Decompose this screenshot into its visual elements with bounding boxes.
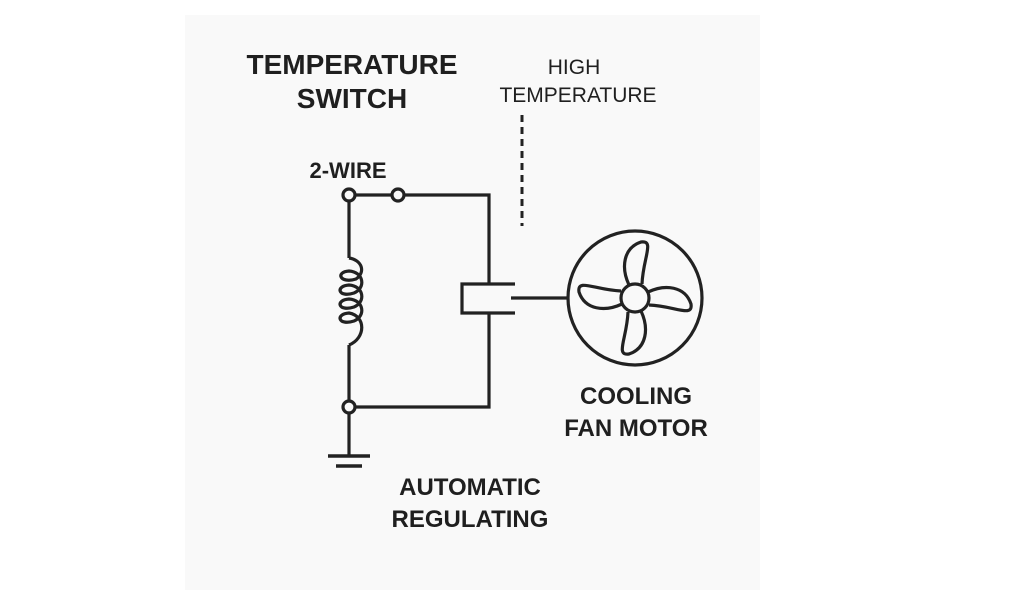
- high-temperature-label-line2: TEMPERATURE: [499, 84, 656, 107]
- circuit-wires: [347, 193, 491, 455]
- temperature-switch-label-line1: TEMPERATURE: [246, 49, 457, 80]
- terminal-node: [341, 399, 357, 415]
- cooling-fan-label-line1: COOLING: [580, 383, 692, 410]
- diagram-panel: [185, 15, 760, 590]
- terminal-node: [341, 187, 357, 203]
- ground-icon: [328, 454, 370, 468]
- automatic-regulating-label-line2: REGULATING: [392, 506, 549, 533]
- terminal-node: [390, 187, 406, 203]
- fan-icon: [566, 229, 704, 367]
- temperature-switch-contact: [460, 282, 568, 315]
- high-temperature-label-line1: HIGH: [548, 56, 601, 79]
- automatic-regulating-label-line1: AUTOMATIC: [399, 474, 541, 501]
- cooling-fan-label-line2: FAN MOTOR: [564, 415, 708, 442]
- temperature-switch-label-line2: SWITCH: [297, 83, 407, 114]
- two-wire-label: 2-WIRE: [310, 158, 387, 183]
- coil-icon: [338, 256, 364, 347]
